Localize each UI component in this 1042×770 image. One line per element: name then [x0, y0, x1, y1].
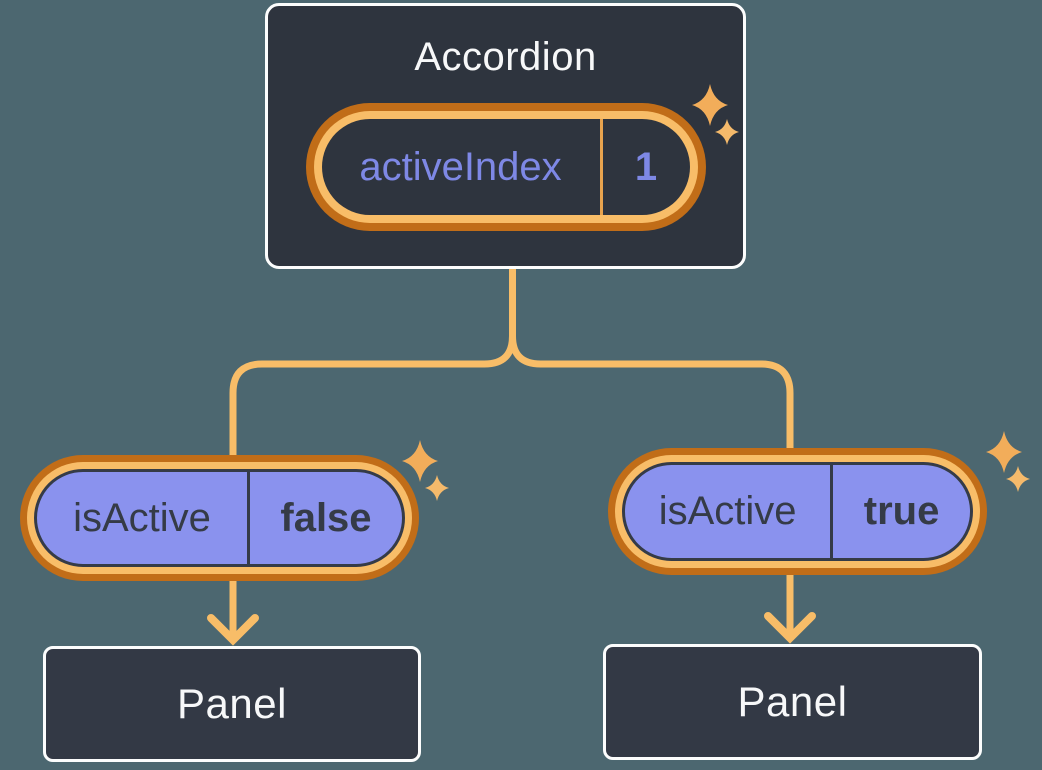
prop-pill-glow: isActive false: [20, 455, 419, 581]
state-pill: activeIndex 1: [305, 103, 706, 231]
prop-pill-body: isActive false: [34, 469, 405, 567]
panel-component-box: Panel: [43, 646, 421, 762]
accordion-title: Accordion: [414, 35, 597, 79]
prop-pill-isactive-false: isActive false: [20, 455, 419, 581]
sparkle-icon: [692, 84, 739, 145]
prop-pill-divider: [830, 465, 834, 558]
state-value: 1: [634, 144, 658, 189]
prop-name: isActive: [73, 495, 211, 540]
arrow-head-left: [207, 614, 259, 646]
branch-line-left: [229, 264, 516, 463]
state-name: activeIndex: [359, 144, 562, 189]
prop-value: false: [280, 495, 372, 540]
prop-pill-body: isActive true: [622, 462, 973, 561]
branch-line-right: [509, 264, 794, 455]
prop-pill-ring: isActive true: [615, 455, 980, 568]
panel-component-box: Panel: [603, 644, 982, 760]
prop-pill-glow: isActive true: [608, 448, 987, 575]
prop-pill-isactive-true: isActive true: [608, 448, 987, 575]
state-pill-body: activeIndex 1: [321, 119, 690, 215]
arrow-head-right: [764, 612, 816, 644]
state-pill-divider: [599, 119, 603, 215]
sparkle-icon: [402, 440, 449, 501]
prop-value: true: [863, 489, 940, 533]
prop-pill-divider: [246, 472, 250, 564]
state-pill-ring: activeIndex 1: [313, 111, 698, 223]
sparkle-icon: [986, 431, 1030, 492]
accordion-component-box: Accordion activeIndex 1: [265, 3, 746, 269]
prop-name: isActive: [658, 489, 797, 533]
prop-pill-ring: isActive false: [27, 462, 412, 574]
